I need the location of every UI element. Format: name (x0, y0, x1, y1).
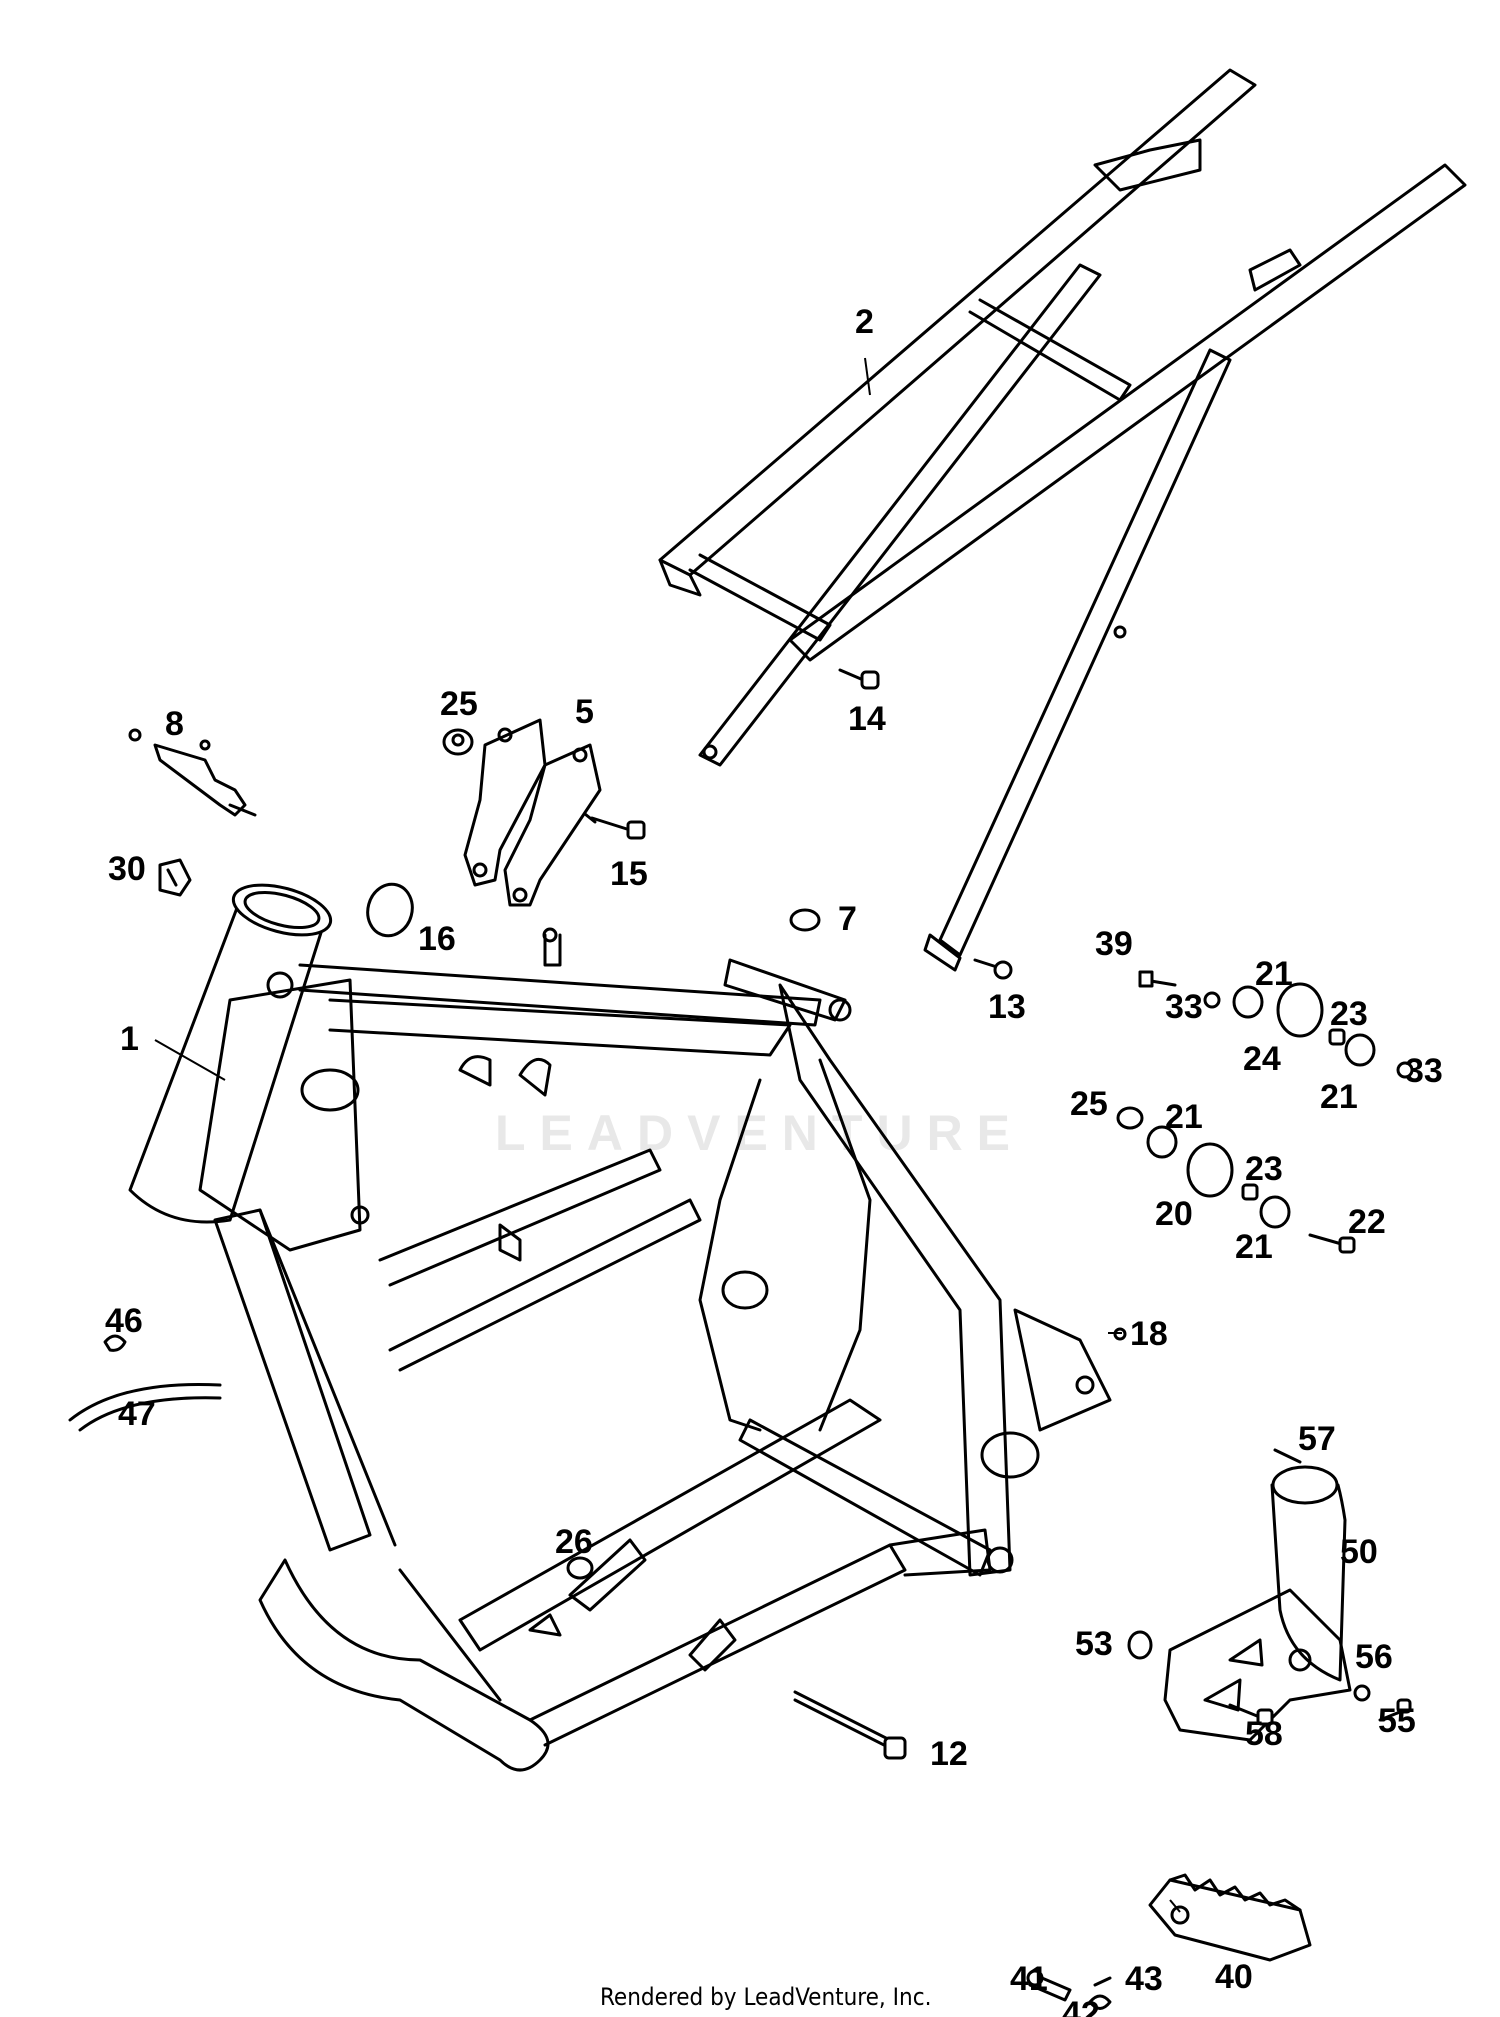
callout-42[interactable]: 42 (1062, 1995, 1100, 2017)
bolt[interactable] (583, 812, 646, 840)
callout-2[interactable]: 2 (855, 303, 874, 341)
callout-43[interactable]: 43 (1125, 1960, 1163, 1998)
callout-21b[interactable]: 21 (1320, 1078, 1358, 1116)
watermark: LEADVENTURE (495, 1105, 1024, 1161)
callout-25a[interactable]: 25 (440, 685, 478, 723)
sensor[interactable] (128, 728, 257, 817)
bushing-set-upper[interactable] (1138, 970, 1414, 1079)
callout-39[interactable]: 39 (1095, 925, 1133, 963)
grommet[interactable] (158, 858, 192, 897)
callout-40[interactable]: 40 (1215, 1958, 1253, 1996)
long-bolt[interactable] (793, 1690, 907, 1760)
callout-21d[interactable]: 21 (1235, 1228, 1273, 1266)
callout-23a[interactable]: 23 (1330, 995, 1368, 1033)
callout-16[interactable]: 16 (418, 920, 456, 958)
callout-13[interactable]: 13 (988, 988, 1026, 1026)
callout-12[interactable]: 12 (930, 1735, 968, 1773)
callout-14[interactable]: 14 (848, 700, 886, 738)
callout-58[interactable]: 58 (1245, 1715, 1283, 1753)
reservoir[interactable] (1163, 1448, 1352, 1742)
callout-1[interactable]: 1 (120, 1020, 139, 1058)
callout-23b[interactable]: 23 (1245, 1150, 1283, 1188)
callout-44[interactable]: 44 (1160, 2012, 1198, 2017)
plug[interactable] (789, 908, 821, 932)
bushing-set-lower[interactable] (1116, 1106, 1356, 1254)
hose[interactable] (68, 1382, 222, 1432)
screw-2[interactable] (973, 958, 1013, 980)
footer-credit: Rendered by LeadVenture, Inc. (600, 1983, 931, 2011)
bushing-53[interactable] (1127, 1630, 1153, 1660)
callout-46[interactable]: 46 (105, 1302, 143, 1340)
callout-5[interactable]: 5 (575, 693, 594, 731)
callout-21c[interactable]: 21 (1165, 1098, 1203, 1136)
leader-lines (154, 357, 1181, 1913)
footpeg[interactable] (1148, 1873, 1312, 1962)
callout-26[interactable]: 26 (555, 1523, 593, 1561)
callout-47[interactable]: 47 (118, 1395, 156, 1433)
callout-56[interactable]: 56 (1355, 1638, 1393, 1676)
callout-21a[interactable]: 21 (1255, 955, 1293, 993)
rear-subframe[interactable] (658, 68, 1467, 972)
callout-41[interactable]: 41 (1010, 1960, 1048, 1998)
callout-15[interactable]: 15 (610, 855, 648, 893)
pin-41[interactable] (1026, 1969, 1072, 2002)
callout-30[interactable]: 30 (108, 850, 146, 888)
clamp[interactable] (103, 1334, 127, 1352)
bolt-55[interactable] (1378, 1698, 1412, 1722)
callout-20[interactable]: 20 (1155, 1195, 1193, 1233)
callout-25b[interactable]: 25 (1070, 1085, 1108, 1123)
callout-24[interactable]: 24 (1243, 1040, 1281, 1078)
callout-7[interactable]: 7 (838, 900, 857, 938)
callout-22[interactable]: 22 (1348, 1203, 1386, 1241)
nut-2[interactable] (566, 1556, 594, 1580)
main-frame[interactable] (128, 876, 1112, 1772)
bolt-58[interactable] (1228, 1703, 1274, 1726)
screw[interactable] (838, 668, 880, 690)
cap[interactable] (362, 879, 418, 941)
washer-56[interactable] (1353, 1684, 1371, 1702)
callout-53[interactable]: 53 (1075, 1625, 1113, 1663)
callout-33b[interactable]: 33 (1405, 1052, 1443, 1090)
callout-18[interactable]: 18 (1130, 1315, 1168, 1353)
callout-labels: 1 2 5 7 8 12 13 14 15 16 18 20 21 21 21 … (105, 303, 1443, 2017)
nut[interactable] (442, 728, 474, 756)
spring-42[interactable] (1088, 1976, 1112, 2010)
engine-brackets[interactable] (463, 718, 602, 907)
callout-8[interactable]: 8 (165, 705, 184, 743)
callout-55[interactable]: 55 (1378, 1702, 1416, 1740)
callout-57[interactable]: 57 (1298, 1420, 1336, 1458)
callout-50[interactable]: 50 (1340, 1533, 1378, 1571)
callout-33a[interactable]: 33 (1165, 988, 1203, 1026)
